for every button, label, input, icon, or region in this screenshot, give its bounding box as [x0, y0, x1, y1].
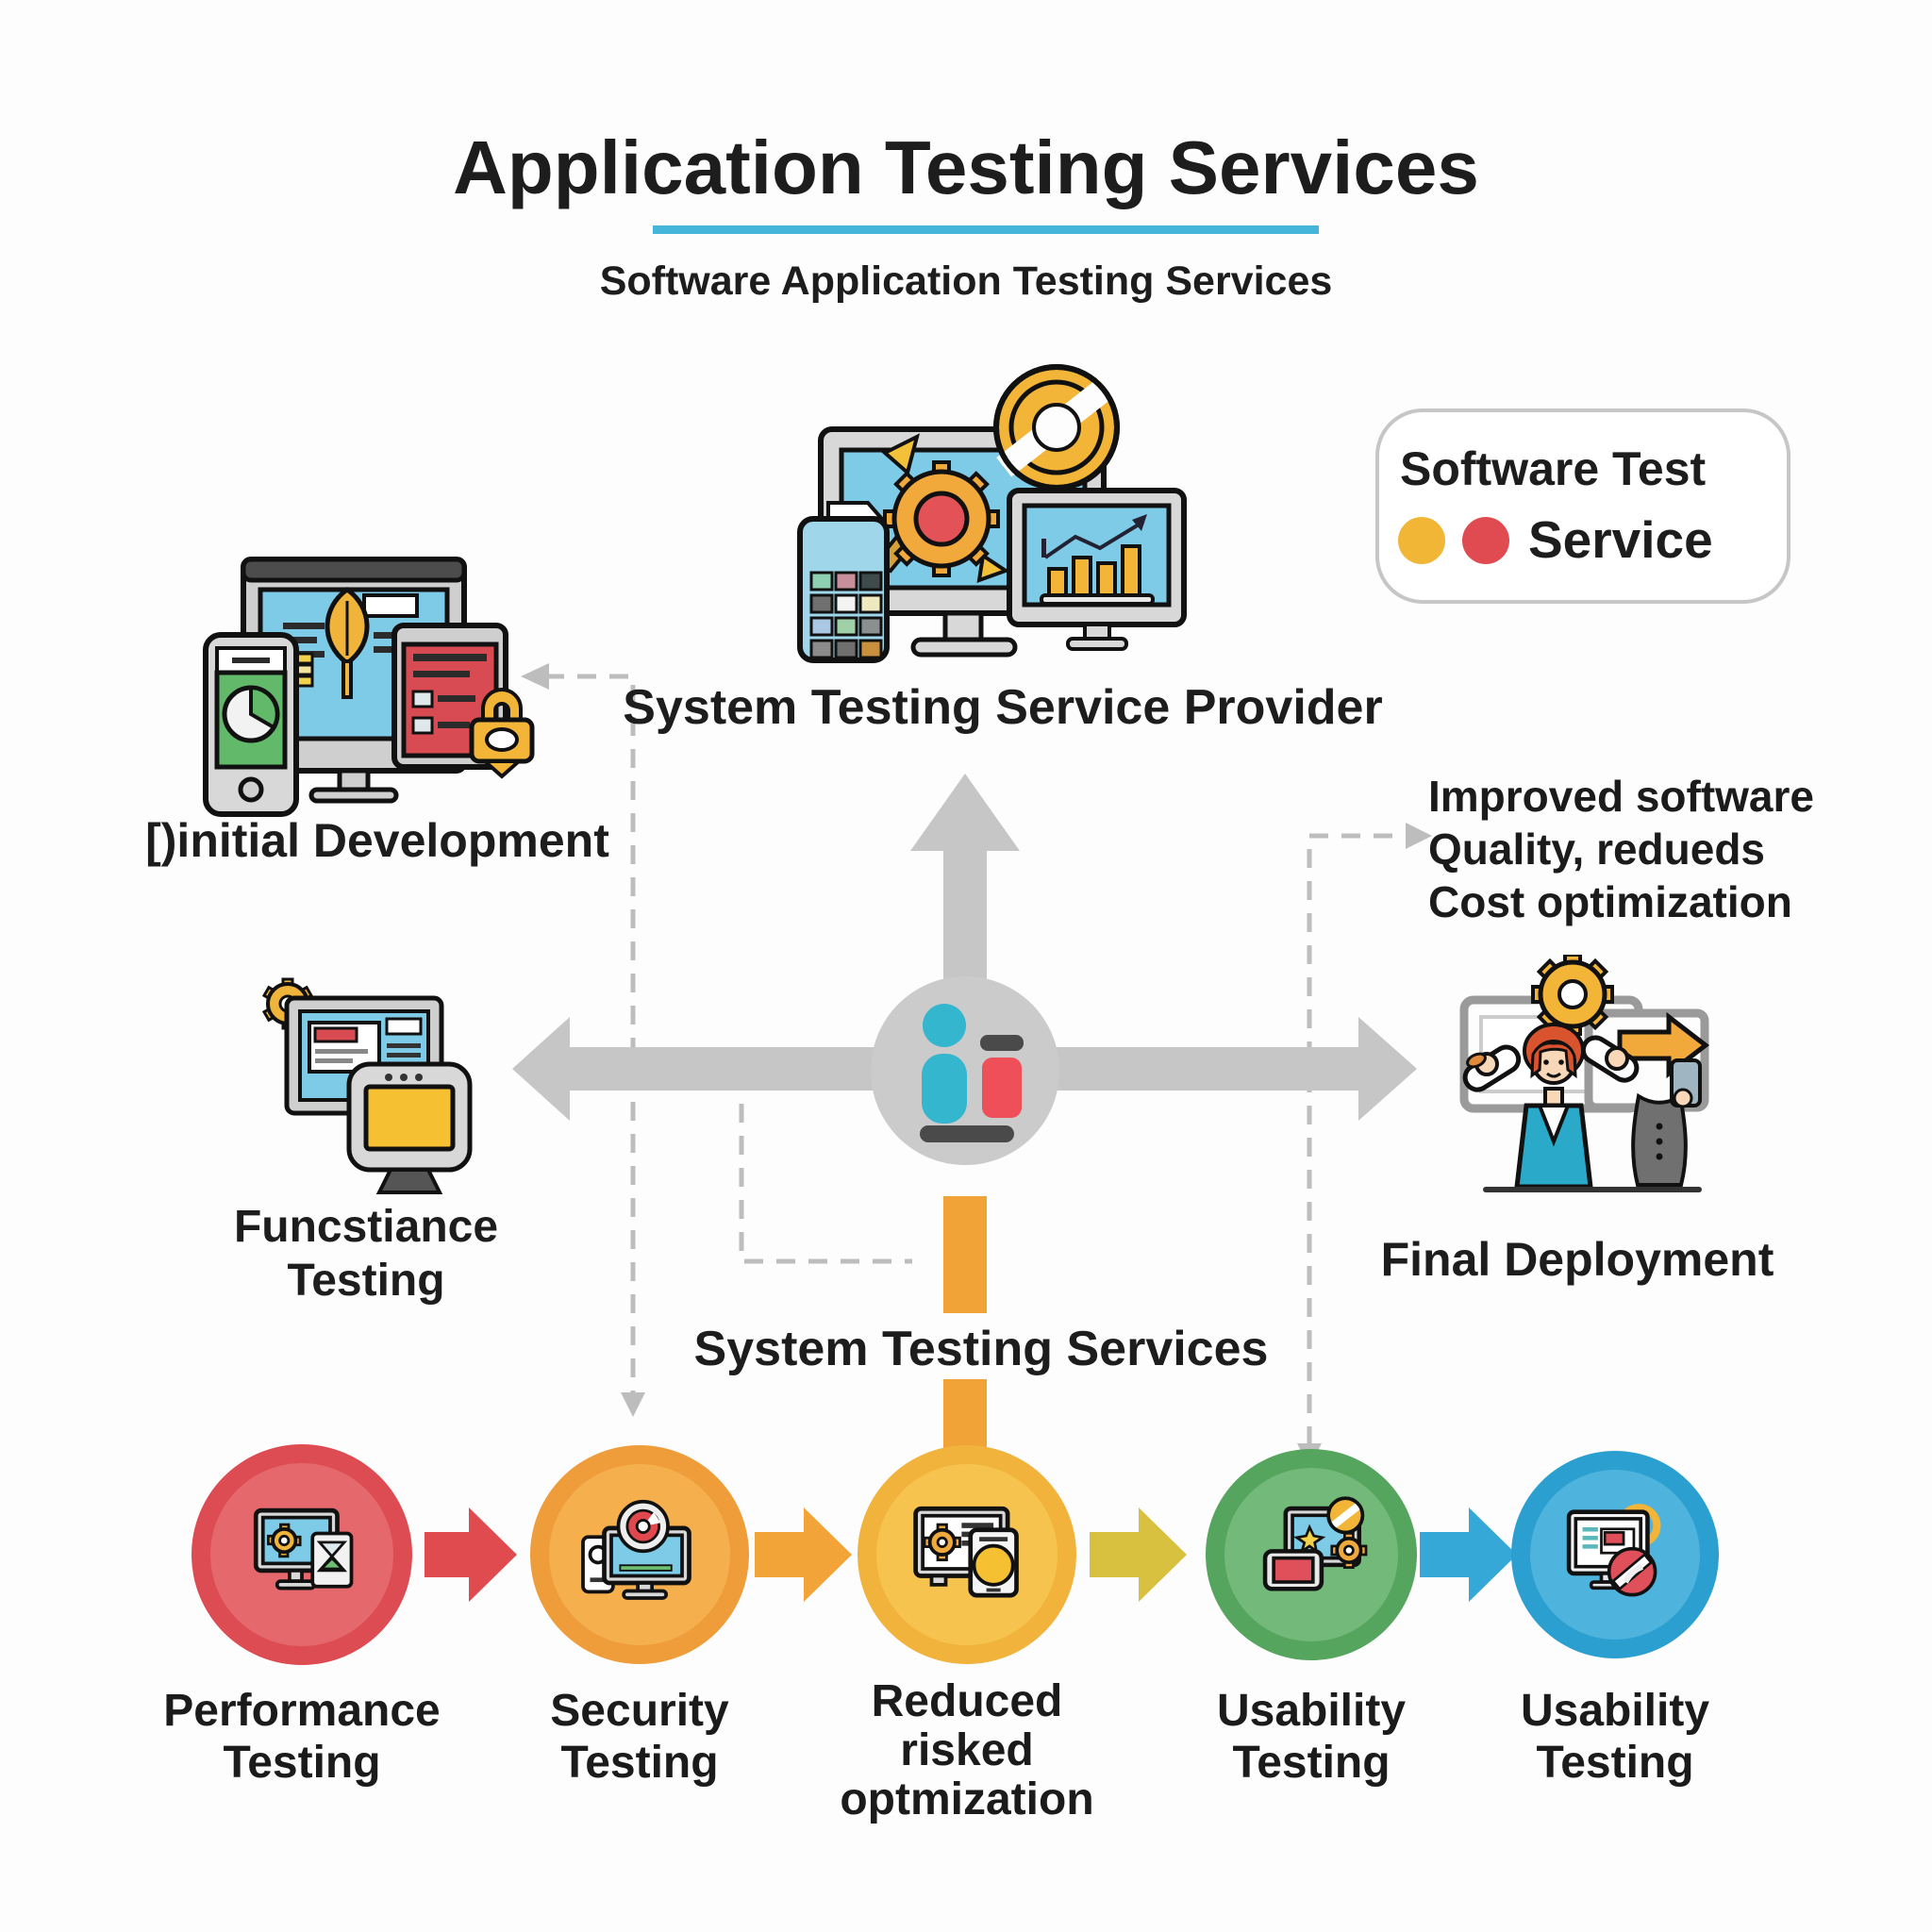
pipeline-step-usability-green — [1206, 1449, 1417, 1660]
calculator-device-icon — [797, 501, 890, 663]
pipeline-label-line: Reduced — [871, 1676, 1063, 1726]
badge-yellow-dot-icon — [1398, 517, 1445, 564]
dashed-connector-right — [1307, 833, 1409, 1445]
pipeline-step-reduced-risk — [858, 1445, 1076, 1664]
pipeline-label-line: Usability — [1216, 1686, 1407, 1736]
woman-figure-icon — [1462, 1023, 1640, 1190]
security-testing-icon — [581, 1499, 691, 1600]
coin-badge-icon — [993, 364, 1120, 491]
usability-testing-green-icon — [1262, 1496, 1368, 1591]
dark-figure-icon — [1631, 1058, 1702, 1187]
hub-arrow-up-head-icon — [910, 774, 1020, 851]
people-icon — [920, 1004, 1024, 1142]
benefit-line2: Quality, redueds — [1428, 824, 1766, 874]
badge-subtitle: Service — [1528, 510, 1713, 569]
right-node-label: Final Deployment — [1380, 1233, 1774, 1286]
pipeline-label-line: Security — [550, 1686, 729, 1736]
mobile-phone-icon — [203, 632, 299, 817]
handheld-tester-icon — [346, 1061, 473, 1194]
pipeline-label-usability-green: Usability Testing — [1132, 1685, 1491, 1789]
flow-label: System Testing Services — [693, 1322, 1269, 1376]
dashed-arrowhead-right-icon — [1406, 823, 1432, 849]
pipeline-label-reduced-risk: Reduced risked optmization — [788, 1677, 1146, 1824]
top-node-label: System Testing Service Provider — [623, 680, 1383, 735]
pipeline-label-performance: Performance Testing — [123, 1685, 481, 1789]
initial-development-illustration — [203, 557, 535, 817]
title-underline — [653, 225, 1319, 234]
pipeline-step-security — [530, 1445, 749, 1664]
benefit-line1: Improved software — [1428, 772, 1814, 821]
pipeline-step-performance — [192, 1444, 412, 1665]
chart-monitor-icon — [1007, 488, 1187, 651]
software-test-service-badge — [1375, 408, 1790, 604]
badge-title: Software Test — [1400, 442, 1707, 495]
functional-testing-illustration — [261, 977, 473, 1194]
leaf-icon — [325, 586, 370, 699]
reduced-risk-icon — [913, 1506, 1019, 1598]
pipeline-label-line: Usability — [1520, 1686, 1710, 1736]
hub-arrow-left-head-icon — [512, 1017, 570, 1121]
flow-dash-block-2 — [943, 1379, 987, 1457]
left-mid-label-line1: Funcstiance — [233, 1202, 499, 1252]
dashed-arrowhead-left-icon — [521, 663, 549, 690]
pipeline-label-security: Security Testing — [460, 1685, 819, 1789]
page-title: Application Testing Services — [453, 125, 1479, 209]
page-subtitle: Software Application Testing Services — [599, 258, 1333, 304]
system-testing-provider-illustration — [797, 364, 1187, 663]
hub-arrow-left-shaft — [566, 1047, 877, 1091]
pipeline-label-line: Testing — [560, 1738, 719, 1788]
lock-icon — [469, 688, 535, 779]
dashed-arrowhead-down-left-icon — [621, 1392, 645, 1417]
ground-line — [1483, 1187, 1702, 1192]
final-deployment-illustration — [1459, 955, 1710, 1192]
pipeline-arrow-olive-icon — [1090, 1507, 1187, 1602]
gear-icon — [1531, 955, 1614, 1036]
left-mid-label-line2: Testing — [287, 1256, 445, 1306]
central-hub — [871, 976, 1059, 1165]
pipeline-step-usability-blue — [1511, 1451, 1719, 1658]
flow-dash-block-1 — [943, 1196, 987, 1313]
pipeline-arrow-orange-icon — [755, 1507, 852, 1602]
left-top-node-label: [)initial Development — [145, 814, 609, 867]
benefit-text: Improved software Quality, redueds Cost … — [1428, 770, 1919, 928]
hub-arrow-right-head-icon — [1358, 1017, 1417, 1121]
left-mid-node-label: Funcstiance Testing — [83, 1200, 649, 1307]
pipeline-label-usability-blue: Usability Testing — [1436, 1685, 1794, 1789]
benefit-line3: Cost optimization — [1428, 877, 1792, 926]
pipeline-label-line: Testing — [223, 1738, 381, 1788]
gear-icon — [872, 433, 1010, 584]
pipeline-arrow-blue-icon — [1420, 1507, 1517, 1602]
usability-testing-blue-icon — [1566, 1504, 1661, 1597]
pipeline-label-line: Testing — [1536, 1738, 1694, 1788]
red-tablet-icon — [391, 623, 508, 770]
pipeline-arrow-red-icon — [425, 1507, 517, 1602]
pipeline-label-line: Testing — [1232, 1738, 1391, 1788]
pipeline-label-line: risked — [900, 1725, 1034, 1775]
pipeline-label-line: optmization — [840, 1774, 1094, 1824]
dashed-connector-center — [739, 1104, 912, 1264]
badge-red-dot-icon — [1462, 517, 1509, 564]
pipeline-label-line: Performance — [163, 1686, 441, 1736]
hub-arrow-up-shaft — [943, 847, 987, 984]
performance-testing-icon — [253, 1507, 354, 1591]
hub-arrow-right-shaft — [1055, 1047, 1360, 1091]
